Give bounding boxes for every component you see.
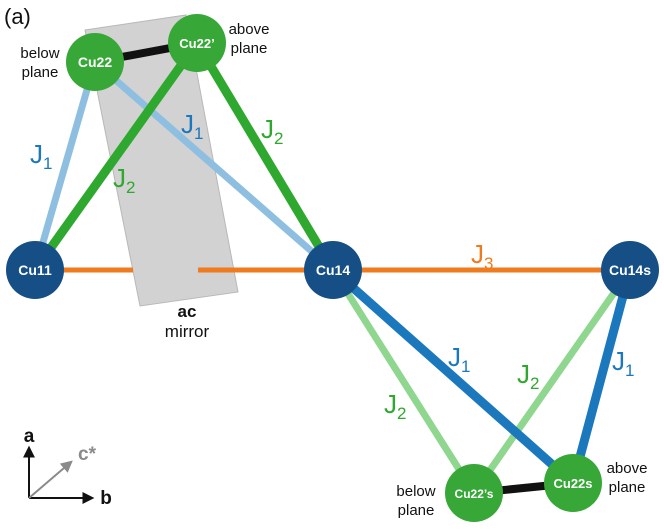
plane-label-top-left-2: plane (22, 64, 59, 81)
coupling-labels: J1 J2 J1 J2 J3 J1 J2 J1 J2 (30, 109, 634, 423)
node-cu22-prime-s: Cu22’s (445, 464, 503, 522)
nodes: Cu11 Cu14 Cu14s Cu22 Cu22’ Cu22’s Cu22s (6, 14, 659, 522)
plane-label-bottom-left-1: below (396, 483, 435, 500)
label-j1-lower-mid: J1 (448, 342, 470, 376)
plane-label-bottom-right-2: plane (609, 479, 646, 496)
plane-label-top-right-1: above (229, 21, 270, 38)
label-j1-left: J1 (30, 139, 52, 173)
plane-label-top-left-1: below (20, 45, 59, 62)
axis-c-label: c* (78, 444, 97, 465)
plane-label-top-right-2: plane (231, 40, 268, 57)
label-j2-left: J2 (113, 163, 135, 197)
label-j3: J3 (471, 239, 493, 273)
node-cu22-prime: Cu22’ (168, 14, 226, 72)
bond-j1-cu14s-cu22s (568, 268, 635, 485)
label-j2-lower-right: J2 (517, 359, 539, 393)
bond-j2-cu22p-cu14 (193, 40, 337, 273)
axis-c-arrow (28, 460, 73, 499)
svg-text:Cu14s: Cu14s (609, 262, 651, 278)
label-j2-lower-left: J2 (384, 389, 406, 423)
plane-label-bottom-left-2: plane (398, 502, 435, 519)
svg-text:Cu22’: Cu22’ (179, 36, 214, 51)
bond-j2-cu14s-cu22ps (471, 267, 633, 496)
node-cu11: Cu11 (6, 241, 64, 299)
plane-labels: below plane above plane below plane abov… (20, 21, 647, 519)
bond-j1-cu14-cu22s (330, 266, 576, 487)
svg-text:Cu22s: Cu22s (553, 476, 592, 491)
node-cu22: Cu22 (66, 33, 124, 91)
node-cu22s: Cu22s (544, 454, 602, 512)
node-cu14s: Cu14s (601, 241, 659, 299)
panel-label: (a) (4, 4, 31, 29)
axis-a-label: a (24, 426, 35, 447)
bond-j1-cu11-cu22 (31, 61, 99, 271)
mirror-label-ac: ac (178, 302, 197, 321)
svg-text:Cu22: Cu22 (78, 54, 112, 70)
label-j2-right: J2 (261, 114, 283, 148)
bonds (31, 39, 635, 497)
node-cu14: Cu14 (304, 241, 362, 299)
plane-label-bottom-right-1: above (607, 460, 648, 477)
axes-indicator: a b c* (23, 426, 112, 509)
bond-j2-cu11-cu22p (31, 40, 201, 273)
label-j1-lower-right: J1 (612, 346, 634, 380)
mirror-label-mirror: mirror (165, 322, 210, 341)
label-j1-mid: J1 (181, 109, 203, 143)
svg-text:Cu11: Cu11 (18, 262, 52, 278)
svg-text:Cu22’s: Cu22’s (455, 487, 494, 501)
svg-text:Cu14: Cu14 (316, 262, 350, 278)
axis-b-label: b (100, 488, 112, 509)
bond-j2-cu14-cu22ps (330, 268, 477, 495)
bond-j1-cu22-cu14 (92, 59, 336, 273)
